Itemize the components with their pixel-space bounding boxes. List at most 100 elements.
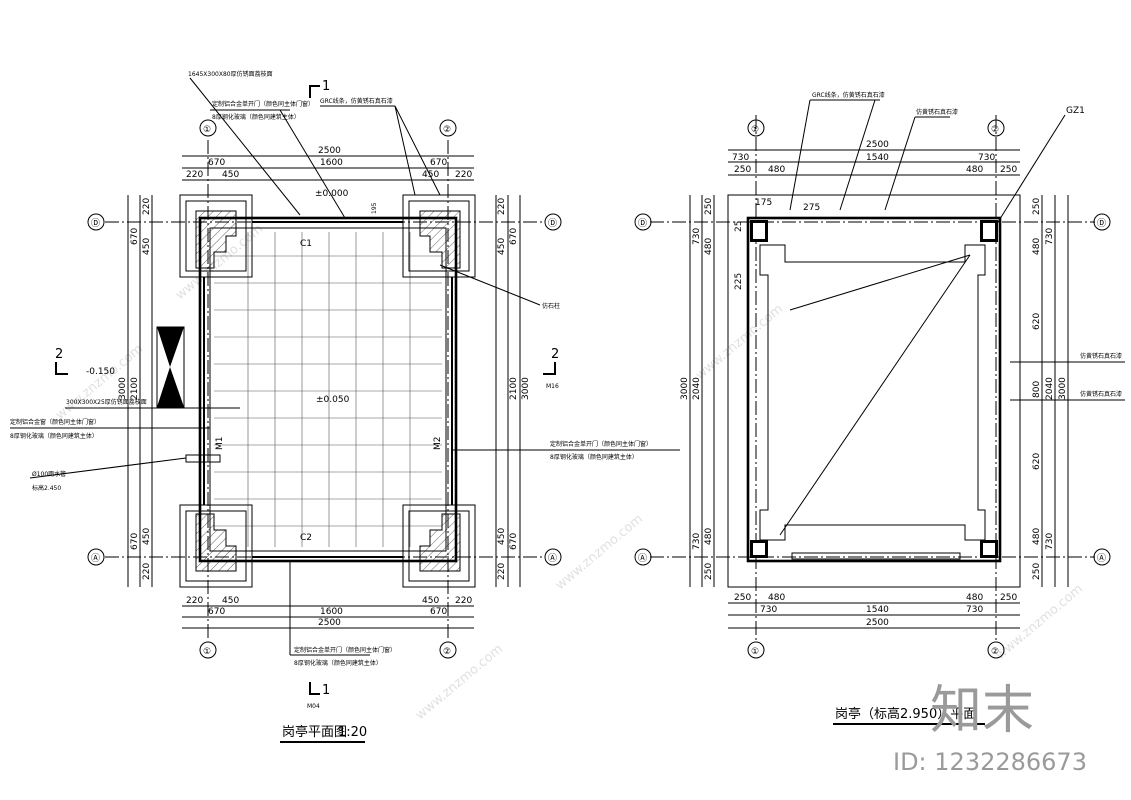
annotation: 300X300X25厚仿锈面荔枝面: [66, 398, 147, 406]
annotation: 定制铝合金单开门（颜色同主体门窗）: [212, 100, 314, 108]
section-sub: M16: [546, 383, 559, 390]
id-watermark: ID: 1232286673: [893, 748, 1087, 776]
axis-label: Ⓓ: [91, 218, 100, 229]
dim-text: 1540: [866, 153, 889, 163]
dim-text: 250: [1032, 198, 1042, 215]
axis-bubble-1-top: [199, 119, 217, 137]
dim-text: 275: [803, 203, 820, 213]
dim-text: 1540: [866, 605, 889, 615]
dim-text: 480: [966, 165, 983, 175]
dim-text: 220: [497, 198, 507, 215]
dim-text: 220: [186, 170, 203, 180]
axis-label: ②: [443, 647, 451, 657]
level-mark: ±0.050: [316, 395, 350, 405]
dim-text: 250: [704, 198, 714, 215]
axis-label: ①: [751, 647, 759, 657]
section-mark: 2: [551, 347, 559, 362]
dim-text: 3000: [680, 377, 690, 400]
annotation: 1645X300X80厚仿锈面荔枝面: [188, 70, 273, 78]
dim-text: 670: [130, 228, 140, 245]
annotation: 8厚钢化玻璃（颜色同建筑主体）: [294, 659, 382, 667]
left-plan: ① ② ① ② Ⓓ Ⓓ Ⓐ Ⓐ: [10, 70, 680, 743]
annotation: 定制铝合金单开门（颜色同主体门窗）: [550, 440, 652, 448]
annotation: 仿黄锈石真石漆: [1080, 352, 1122, 360]
roof-outline: [727, 194, 1021, 588]
dim-text: 220: [142, 198, 152, 215]
dim-text: 480: [1032, 528, 1042, 545]
axis-label: ①: [751, 125, 759, 135]
dim-text: 220: [455, 596, 472, 606]
dim-text: 620: [1032, 313, 1042, 330]
drawing-title: 岗亭（标高2.950）平面: [835, 706, 976, 722]
roof-wall: [746, 216, 1002, 563]
dim-text: 730: [692, 228, 702, 245]
dim-text: 450: [422, 596, 439, 606]
axis-label: Ⓓ: [548, 218, 557, 229]
dim-text: 670: [430, 158, 447, 168]
dim-text: 450: [497, 528, 507, 545]
dim-text: 195: [371, 202, 378, 214]
section-sub: M04: [307, 703, 320, 710]
axis-bubble-1-bottom: [199, 641, 217, 659]
watermark-text: www.znzmo.com: [693, 301, 786, 383]
dim-text: 620: [1032, 453, 1042, 470]
axis-bubble-a-left: [87, 548, 105, 566]
axis-label: ②: [991, 647, 999, 657]
dim-text: 670: [130, 533, 140, 550]
dim-text: 2500: [866, 618, 889, 628]
axis-bubble-2-top: [439, 119, 457, 137]
dim-text: 250: [734, 593, 751, 603]
annotation: 仿石柱: [542, 302, 560, 310]
annotation: Ø100雨水管: [32, 470, 66, 478]
dim-text: 2500: [318, 146, 341, 156]
annotation: 8厚钢化玻璃（颜色同建筑主体）: [212, 113, 300, 121]
dim-text: 450: [422, 170, 439, 180]
axis-label: Ⓐ: [1097, 553, 1106, 564]
annotation: 8厚钢化玻璃（颜色同建筑主体）: [550, 453, 638, 461]
dim-text: 450: [497, 238, 507, 255]
axis-label: Ⓓ: [1097, 218, 1106, 229]
dim-text: 480: [704, 528, 714, 545]
top-dimensions: 2500 670 1600 670 220 450 450 220: [182, 146, 474, 181]
dim-text: 480: [966, 593, 983, 603]
axis-bubble-2-bottom: [439, 641, 457, 659]
dim-text: 670: [509, 533, 519, 550]
window-label-c2: C2: [300, 533, 312, 543]
dim-text: 3000: [118, 377, 128, 400]
axis-label: Ⓐ: [91, 553, 100, 564]
dim-text: 220: [186, 596, 203, 606]
section-mark: 2: [55, 347, 63, 362]
brand-watermark: 知末: [930, 681, 1034, 741]
dim-text: 220: [455, 170, 472, 180]
dim-text: 25: [734, 221, 744, 232]
door-label-m2: M2: [433, 437, 443, 451]
watermark-text: www.znzmo.com: [553, 511, 646, 593]
dim-text: 250: [1000, 165, 1017, 175]
dim-text: 2500: [866, 140, 889, 150]
dim-text: 1600: [320, 158, 343, 168]
dim-text: 450: [142, 528, 152, 545]
right-left-dimensions: 3000 730 2040 730 250 480 480 250 225 25: [680, 195, 744, 587]
axis-label: ②: [443, 125, 451, 135]
annotation: 仿黄锈石真石漆: [916, 108, 958, 116]
dim-text: 730: [978, 153, 995, 163]
dim-text: 2100: [509, 377, 519, 400]
dim-text: 730: [1045, 533, 1055, 550]
corner-column-top-right: [402, 194, 476, 278]
dim-text: 2500: [318, 618, 341, 628]
axis-bubble-d-right: [544, 213, 562, 231]
left-dimensions: 3000 670 2100 670 220 450 450 220: [118, 195, 153, 587]
dim-text: 225: [734, 273, 744, 290]
dim-text: 480: [768, 593, 785, 603]
bottom-dimensions: 220 450 1600 450 220 670 670 2500: [182, 596, 474, 629]
dim-text: 730: [760, 605, 777, 615]
right-right-dimensions: 250 480 620 800 620 480 250 730 2040 730…: [1032, 195, 1069, 587]
annotation: GRC线条，仿黄锈石真石漆: [320, 97, 393, 105]
dim-text: 250: [1000, 593, 1017, 603]
dim-text: 1600: [320, 607, 343, 617]
dim-text: 220: [142, 563, 152, 580]
annotation: GRC线条，仿黄锈石真石漆: [812, 91, 885, 99]
axis-label: Ⓓ: [638, 218, 647, 229]
dim-text: 730: [1045, 228, 1055, 245]
